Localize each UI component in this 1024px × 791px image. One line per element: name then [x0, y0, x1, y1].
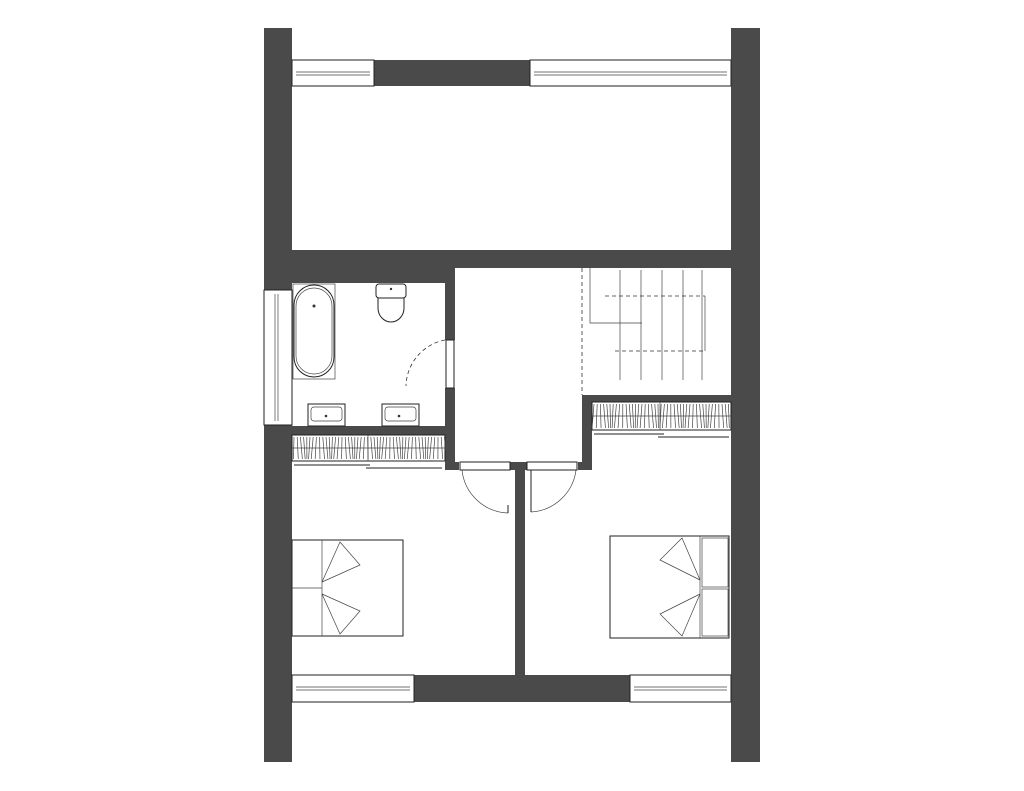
hanger-line: [367, 436, 369, 460]
hanger-line: [426, 436, 429, 460]
hanger-line: [328, 436, 331, 460]
hanger-line: [356, 436, 359, 460]
hanger-line: [659, 403, 662, 429]
hanger-line: [314, 436, 317, 460]
hanger-line: [308, 436, 311, 460]
hanger-line: [625, 403, 628, 429]
hanger-line: [617, 403, 620, 429]
hanger-line: [724, 403, 728, 429]
hanger-line: [609, 403, 611, 429]
hanger-line: [384, 436, 388, 460]
hanger-line: [702, 403, 705, 429]
hanger-line: [728, 403, 730, 429]
hanger-line: [351, 436, 354, 460]
hanger-line: [429, 436, 432, 460]
exterior-walls: [264, 28, 760, 762]
hanger-line: [411, 436, 413, 460]
window-bathroom: [263, 289, 293, 426]
hanger-line: [696, 403, 698, 429]
hanger-line: [687, 403, 691, 429]
hanger-line: [721, 403, 724, 429]
hanger-line: [376, 436, 379, 460]
hanger-line: [396, 436, 399, 460]
bed-left: [291, 539, 404, 637]
hanger-line: [639, 403, 643, 429]
hanger-line: [644, 403, 646, 429]
hanger-line: [632, 403, 634, 429]
hanger-line: [303, 436, 306, 460]
hanger-line: [322, 436, 325, 460]
hanger-line: [331, 436, 333, 460]
wardrobe-right: [591, 401, 732, 438]
hanger-line: [682, 403, 684, 429]
hanger-line: [614, 403, 617, 429]
hanger-line: [418, 436, 421, 460]
bedroom-right-door[interactable]: [526, 461, 578, 513]
hanger-line: [404, 436, 407, 460]
hanger-line: [710, 403, 713, 429]
hanger-line: [662, 403, 665, 429]
hanger-line: [654, 403, 657, 429]
hanger-line: [370, 436, 373, 460]
hanger-line: [336, 436, 340, 460]
hanger-line: [603, 403, 606, 429]
hanger-line: [636, 403, 640, 429]
hanger-line: [600, 403, 602, 429]
hanger-line: [344, 436, 347, 460]
hanger-line: [358, 436, 362, 460]
hanger-line: [707, 403, 710, 429]
hanger-line: [392, 436, 395, 460]
bed-right: [609, 535, 730, 639]
hanger-line: [444, 436, 447, 460]
bedroom-left-door[interactable]: [459, 461, 511, 514]
hanger-line: [333, 436, 336, 460]
hanger-line: [293, 436, 295, 460]
wardrobe-left: [291, 434, 447, 469]
hanger-line: [648, 403, 650, 429]
hanger-line: [676, 403, 680, 429]
hanger-line: [325, 436, 329, 460]
interior-walls: [292, 250, 731, 675]
toilet: [375, 283, 407, 323]
hanger-line: [692, 403, 694, 429]
windows: [263, 59, 732, 703]
hanger-line: [606, 403, 609, 429]
hanger-line: [680, 403, 682, 429]
window-top-right: [529, 59, 732, 87]
hanger-line: [440, 436, 443, 460]
hanger-line: [684, 403, 688, 429]
hanger-line: [348, 436, 351, 460]
window-bottom-right: [629, 674, 732, 703]
hanger-line: [310, 436, 314, 460]
hanger-line: [432, 436, 436, 460]
hanger-line: [300, 436, 303, 460]
hanger-line: [399, 436, 402, 460]
hanger-line: [415, 436, 417, 460]
bathtub: [292, 283, 336, 380]
bathroom-door[interactable]: [405, 339, 455, 389]
hanger-line: [296, 436, 299, 460]
hanger-line: [699, 403, 702, 429]
hanger-line: [611, 403, 614, 429]
hanger-line: [591, 403, 595, 429]
hanger-line: [651, 403, 654, 429]
hanger-line: [628, 403, 632, 429]
hanger-line: [595, 403, 598, 429]
hanger-line: [424, 436, 427, 460]
window-bottom-left: [291, 674, 415, 703]
hanger-line: [673, 403, 676, 429]
hanger-line: [406, 436, 410, 460]
hanger-line: [713, 403, 716, 429]
hanger-line: [379, 436, 381, 460]
hanger-line: [373, 436, 377, 460]
sink-right: [381, 403, 420, 427]
sink-left: [307, 403, 346, 427]
window-top-left: [291, 59, 375, 87]
hanger-line: [665, 403, 668, 429]
hanger-line: [381, 436, 384, 460]
hanger-line: [362, 436, 365, 460]
staircase: [581, 268, 706, 395]
hanger-line: [421, 436, 425, 460]
